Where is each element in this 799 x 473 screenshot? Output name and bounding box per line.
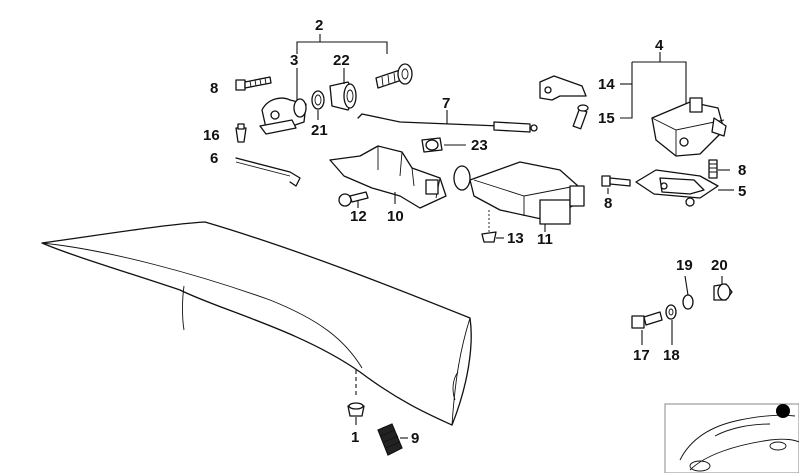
group-2-bracket [296, 34, 388, 54]
label-19[interactable]: 19 [676, 257, 693, 274]
part-6-rod[interactable] [235, 157, 301, 187]
label-11[interactable]: 11 [537, 231, 553, 248]
label-5[interactable]: 5 [738, 183, 746, 200]
label-22[interactable]: 22 [333, 52, 350, 69]
label-10[interactable]: 10 [387, 208, 404, 225]
part-22-cap[interactable] [329, 68, 357, 111]
car-thumbnail [664, 403, 799, 473]
part-16-clip[interactable] [235, 123, 247, 143]
part-12-screw[interactable] [338, 191, 369, 208]
part-labels: 2 3 22 8 21 16 6 7 23 12 10 13 11 4 14 1… [203, 17, 746, 447]
part-1-grommet[interactable] [347, 402, 365, 425]
label-12[interactable]: 12 [350, 208, 367, 225]
label-20[interactable]: 20 [711, 257, 728, 274]
label-7[interactable]: 7 [442, 95, 450, 112]
part-7-cable[interactable] [357, 110, 538, 133]
label-4[interactable]: 4 [655, 37, 664, 54]
part-15-pin[interactable] [572, 104, 589, 130]
part-4-lock[interactable] [651, 97, 727, 157]
label-6[interactable]: 6 [210, 150, 218, 167]
label-8-right[interactable]: 8 [738, 162, 746, 179]
label-8-top[interactable]: 8 [210, 80, 218, 97]
location-marker-icon [776, 404, 790, 418]
label-18[interactable]: 18 [663, 347, 680, 364]
label-2[interactable]: 2 [315, 17, 323, 34]
label-8-middle[interactable]: 8 [604, 195, 612, 212]
part-3-lock-cylinder[interactable] [259, 68, 307, 135]
label-21[interactable]: 21 [311, 122, 328, 139]
part-8-bolt-middle[interactable] [601, 175, 631, 194]
part-8-bolt-right[interactable] [708, 159, 730, 179]
label-1[interactable]: 1 [351, 429, 359, 446]
label-3[interactable]: 3 [290, 52, 298, 69]
part-21-ring[interactable] [311, 90, 325, 120]
label-16[interactable]: 16 [203, 127, 220, 144]
part-19-spring-washer[interactable] [682, 275, 694, 310]
label-13[interactable]: 13 [507, 230, 524, 247]
part-13-clip[interactable] [481, 210, 504, 243]
part-18-washer[interactable] [665, 304, 677, 345]
label-23[interactable]: 23 [471, 137, 488, 154]
group-4-bracket [620, 52, 687, 119]
part-20-nut[interactable] [713, 276, 733, 301]
part-9-rubber-buffer[interactable] [377, 423, 408, 456]
part-11-actuator[interactable] [453, 161, 585, 232]
part-5-striker[interactable] [635, 169, 734, 207]
label-15[interactable]: 15 [598, 110, 615, 127]
label-9[interactable]: 9 [411, 430, 419, 447]
label-17[interactable]: 17 [633, 347, 650, 364]
part-17-bolt[interactable] [631, 311, 663, 345]
trunk-lid [41, 221, 472, 426]
part-10-bracket[interactable] [329, 145, 447, 209]
label-14[interactable]: 14 [598, 76, 615, 93]
part-14-bracket[interactable] [539, 75, 587, 101]
part-23-grommet[interactable] [421, 137, 466, 153]
part-8-bolt-top[interactable] [235, 76, 272, 91]
part-2-key-insert[interactable] [375, 63, 413, 89]
